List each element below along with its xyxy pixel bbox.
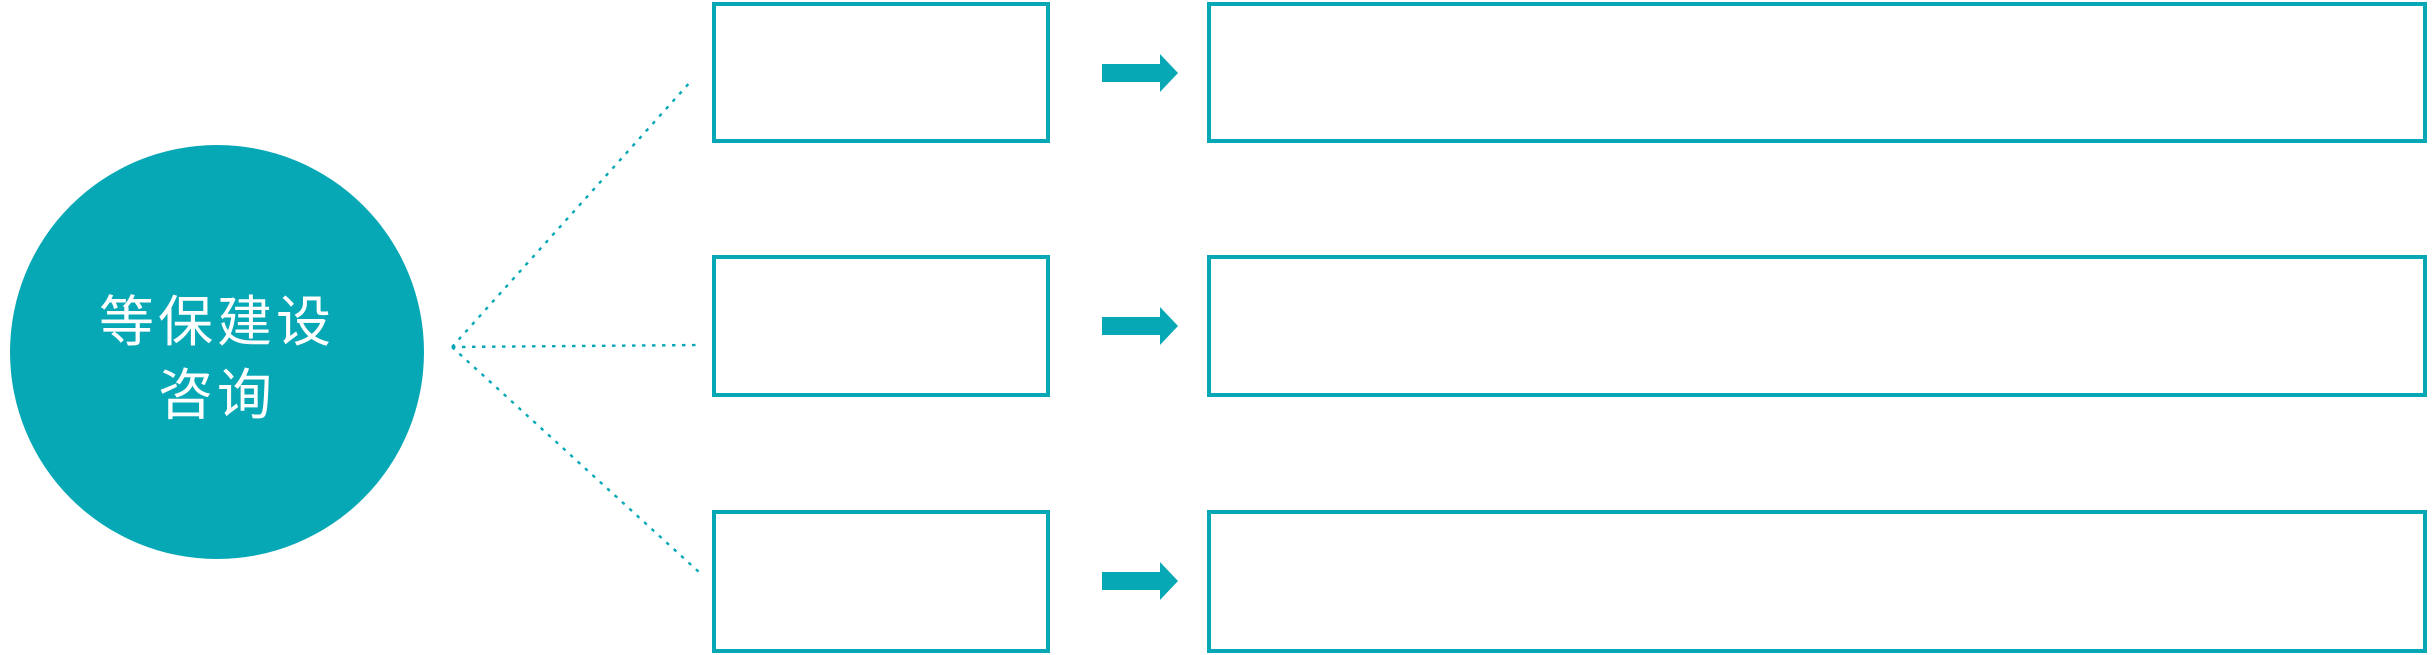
arrow-right-icon-2 bbox=[1102, 307, 1178, 345]
topic-circle: 等保建设 咨询 bbox=[10, 145, 424, 559]
detail-box-2 bbox=[1207, 255, 2427, 397]
detail-box-3 bbox=[1207, 510, 2427, 653]
stage-box-3 bbox=[712, 510, 1050, 653]
topic-circle-text-line1: 等保建设 bbox=[98, 291, 335, 353]
arrow-right-icon-1 bbox=[1102, 54, 1178, 92]
arrow-right-icon-3 bbox=[1102, 562, 1178, 600]
stage-box-1 bbox=[712, 2, 1050, 143]
dotted-connector-middle bbox=[451, 343, 703, 349]
stage-box-2 bbox=[712, 255, 1050, 397]
detail-box-1 bbox=[1207, 2, 2427, 143]
dotted-connector-top bbox=[451, 79, 693, 348]
topic-circle-text-line2: 咨询 bbox=[157, 364, 276, 426]
dotted-connector-bottom bbox=[451, 346, 701, 574]
